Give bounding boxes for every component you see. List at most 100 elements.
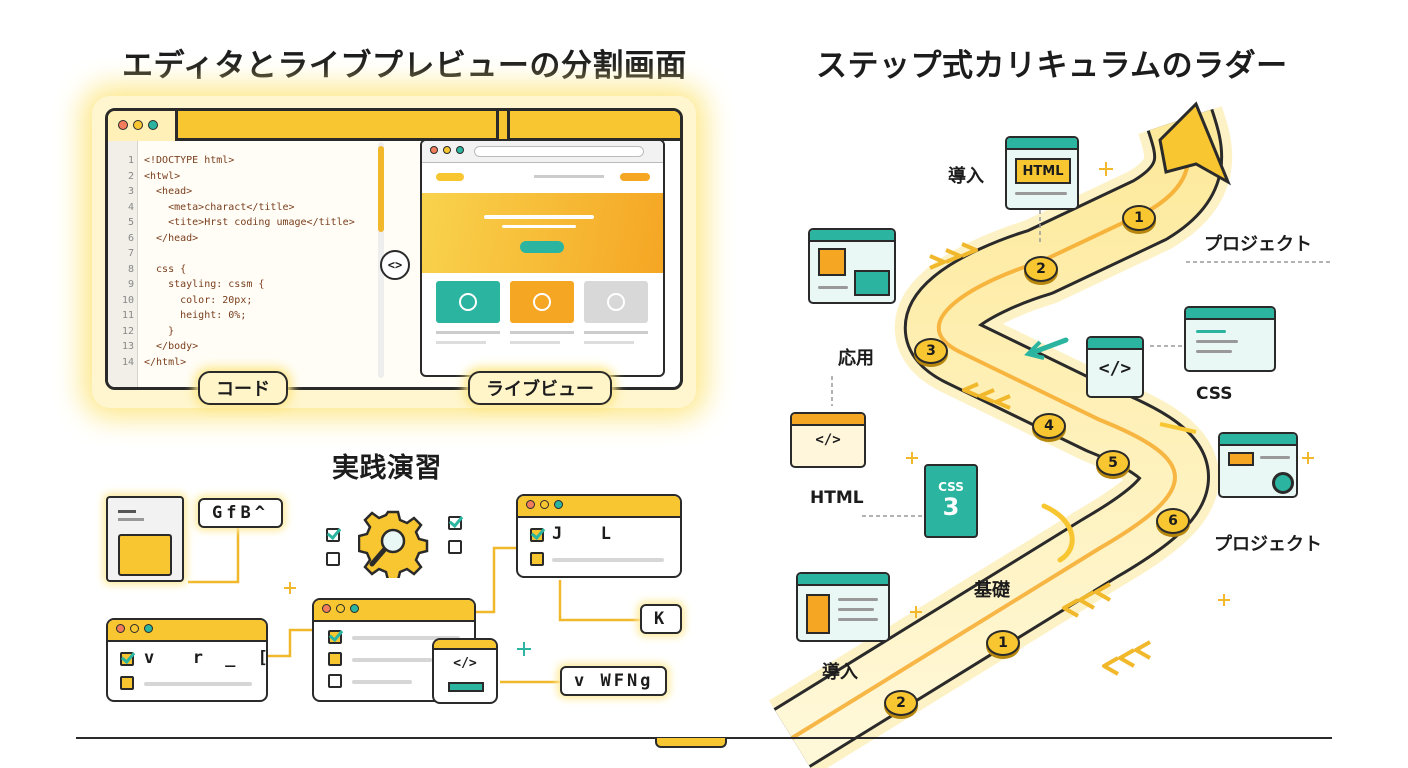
code-label: コード bbox=[198, 371, 288, 405]
line-number: 4 bbox=[127, 201, 134, 213]
code-text: <!DOCTYPE html> bbox=[144, 155, 235, 166]
code-line[interactable]: 5 <tite>Hrst coding umage</title> bbox=[108, 215, 355, 231]
code-line[interactable]: 9 stayling: cssm { bbox=[108, 277, 264, 293]
line-number: 6 bbox=[127, 232, 134, 244]
step-coin[interactable]: 6 bbox=[1156, 508, 1190, 534]
html-code-window-icon: </> bbox=[790, 412, 866, 468]
checkbox-checked[interactable] bbox=[448, 516, 462, 530]
code-line[interactable]: 1 <!DOCTYPE html> bbox=[108, 153, 234, 169]
browser-bar bbox=[422, 141, 663, 163]
checkbox-checked[interactable] bbox=[326, 528, 340, 542]
step-coin[interactable]: 1 bbox=[986, 630, 1020, 656]
step-coin[interactable]: 1 bbox=[1122, 205, 1156, 231]
task-checkbox[interactable] bbox=[328, 630, 342, 644]
code-line[interactable]: 10 color: 20px; bbox=[108, 293, 252, 309]
preview-nav-button bbox=[620, 173, 650, 181]
live-preview-browser bbox=[420, 139, 665, 377]
code-tag-text: </> bbox=[1098, 358, 1132, 379]
key-gfb: GfB^ bbox=[198, 498, 283, 528]
key-k: K bbox=[640, 604, 683, 634]
task-checkbox[interactable] bbox=[328, 652, 342, 666]
code-tag-text: </> bbox=[815, 432, 841, 448]
code-icon: </> bbox=[1086, 336, 1144, 398]
label-project-mid: プロジェクト bbox=[1214, 534, 1322, 555]
code-line[interactable]: 12 } bbox=[108, 324, 174, 340]
live-view-label: ライブビュー bbox=[468, 371, 612, 405]
baseline-tab bbox=[655, 738, 727, 748]
code-text: <tite>Hrst coding umage</title> bbox=[144, 217, 355, 228]
practice-window-vr: v r _ [ bbox=[106, 618, 268, 702]
code-line[interactable]: 2<htwl> bbox=[108, 169, 180, 185]
css-editor-icon bbox=[1184, 306, 1276, 372]
window-jl-text: J L bbox=[552, 524, 617, 544]
line-number: 14 bbox=[121, 356, 134, 368]
window-controls[interactable] bbox=[118, 120, 158, 130]
web-page-cursor-icon bbox=[808, 228, 896, 304]
line-number: 10 bbox=[121, 294, 134, 306]
preview-video-card bbox=[584, 281, 648, 323]
code-line[interactable]: 11 height: 0%; bbox=[108, 308, 246, 324]
code-text: </head> bbox=[144, 232, 199, 244]
preview-logo bbox=[436, 173, 464, 181]
step-coin[interactable]: 3 bbox=[914, 338, 948, 364]
step-coin[interactable]: 2 bbox=[1024, 256, 1058, 282]
code-line[interactable]: 8 css { bbox=[108, 262, 186, 278]
preview-video-card bbox=[510, 281, 574, 323]
code-text: color: 20px; bbox=[144, 294, 253, 306]
line-number: 12 bbox=[121, 325, 134, 337]
intro-page-icon bbox=[796, 572, 890, 642]
css3-file-icon: CSS 3 bbox=[924, 464, 978, 538]
code-line[interactable]: 3 <head> bbox=[108, 184, 192, 200]
code-text: </html> bbox=[144, 356, 187, 368]
url-bar[interactable] bbox=[474, 146, 644, 157]
checkbox[interactable] bbox=[448, 540, 462, 554]
line-number: 7 bbox=[127, 248, 134, 259]
label-basics: 基礎 bbox=[974, 580, 1010, 601]
label-project-top: プロジェクト bbox=[1204, 234, 1312, 255]
code-text: <htwl> bbox=[144, 170, 181, 182]
task-checkbox[interactable] bbox=[328, 674, 342, 688]
code-line[interactable]: 7 bbox=[108, 246, 144, 262]
code-tag-icon: </> bbox=[453, 656, 477, 671]
ladder-title: ステップ式カリキュラムのラダー bbox=[816, 48, 1288, 84]
line-number: 11 bbox=[121, 310, 134, 321]
line-number: 3 bbox=[127, 186, 134, 197]
code-text: <meta>charact</title> bbox=[144, 201, 295, 213]
html-badge: HTML bbox=[1015, 158, 1071, 184]
code-line[interactable]: 13 </body> bbox=[108, 339, 198, 355]
project-settings-icon bbox=[1218, 432, 1298, 498]
preview-nav bbox=[534, 175, 604, 178]
task-checkbox[interactable] bbox=[120, 652, 134, 666]
code-line[interactable]: 4 <meta>charact</title> bbox=[108, 200, 295, 216]
task-checkbox[interactable] bbox=[530, 552, 544, 566]
code-tag-window: </> bbox=[432, 638, 498, 704]
checkbox[interactable] bbox=[326, 552, 340, 566]
code-text: height: 0%; bbox=[144, 310, 247, 321]
label-html: HTML bbox=[810, 488, 864, 508]
split-toggle-button[interactable]: <> bbox=[380, 250, 410, 280]
code-line[interactable]: 14 </html> bbox=[108, 355, 186, 371]
code-text: </body> bbox=[144, 341, 199, 352]
window-vr-text: v r _ [ bbox=[144, 648, 268, 668]
code-line[interactable]: 6 </head> bbox=[108, 231, 198, 247]
label-intro-bottom: 導入 bbox=[822, 662, 858, 683]
label-intro-top: 導入 bbox=[948, 166, 984, 187]
step-coin[interactable]: 4 bbox=[1032, 413, 1066, 439]
code-scrollbar-thumb[interactable] bbox=[378, 146, 384, 232]
document-icon bbox=[106, 496, 184, 582]
code-text: } bbox=[144, 325, 175, 337]
step-coin[interactable]: 5 bbox=[1096, 450, 1130, 476]
line-number: 1 bbox=[127, 155, 134, 166]
label-applied: 応用 bbox=[838, 348, 874, 369]
html-window-icon: HTML bbox=[1005, 136, 1079, 210]
line-number-gutter bbox=[108, 141, 138, 387]
task-checkbox[interactable] bbox=[530, 528, 544, 542]
task-checkbox[interactable] bbox=[120, 676, 134, 690]
label-css: CSS bbox=[1196, 384, 1233, 404]
line-number: 9 bbox=[127, 279, 134, 290]
gear-search-icon bbox=[358, 510, 429, 578]
step-coin[interactable]: 2 bbox=[884, 690, 918, 716]
css3-label: CSS bbox=[938, 480, 964, 494]
practice-window-jl: J L bbox=[516, 494, 682, 578]
